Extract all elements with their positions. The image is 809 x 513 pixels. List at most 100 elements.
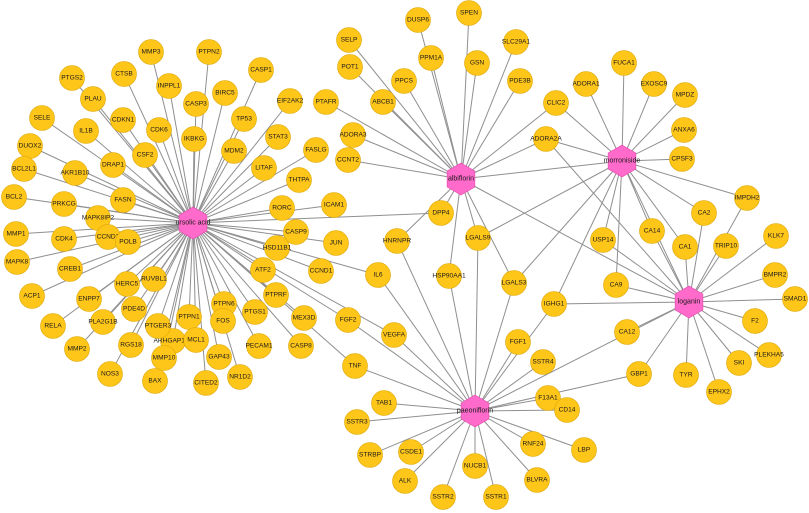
gene-circle[interactable] [726, 350, 752, 376]
gene-node-rnf24[interactable]: RNF24 [520, 431, 546, 457]
gene-node-birc5[interactable]: BIRC5 [212, 80, 238, 106]
gene-circle[interactable] [381, 322, 407, 348]
gene-node-ruvbl1[interactable]: RUVBL1 [141, 266, 167, 292]
gene-node-pecam1[interactable]: PECAM1 [245, 333, 273, 359]
gene-circle[interactable] [603, 272, 629, 298]
gene-circle[interactable] [277, 88, 303, 114]
gene-circle[interactable] [365, 262, 391, 288]
gene-circle[interactable] [132, 142, 158, 168]
gene-node-gap43[interactable]: GAP43 [206, 344, 232, 370]
gene-circle[interactable] [590, 227, 616, 253]
gene-node-ccnt2[interactable]: CCNT2 [335, 147, 361, 173]
gene-circle[interactable] [573, 71, 599, 97]
gene-circle[interactable] [340, 122, 366, 148]
gene-node-nos3[interactable]: NOS3 [97, 361, 123, 387]
gene-circle[interactable] [342, 353, 368, 379]
gene-circle[interactable] [405, 7, 431, 33]
hub-hexagon[interactable] [607, 144, 637, 178]
gene-node-vegfa[interactable]: VEGFA [381, 322, 407, 348]
gene-node-akr1b10[interactable]: AKR1B10 [61, 160, 90, 186]
gene-circle[interactable] [535, 385, 561, 411]
gene-circle[interactable] [335, 147, 361, 173]
gene-circle[interactable] [554, 397, 580, 423]
hub-node-loganin[interactable]: loganin [674, 285, 704, 319]
gene-circle[interactable] [669, 146, 695, 172]
gene-circle[interactable] [227, 364, 253, 390]
gene-node-sstr3[interactable]: SSTR3 [344, 409, 370, 435]
gene-circle[interactable] [210, 308, 236, 334]
gene-node-il6[interactable]: IL6 [365, 262, 391, 288]
gene-node-blvra[interactable]: BLVRA [524, 467, 550, 493]
gene-circle[interactable] [611, 50, 637, 76]
gene-circle[interactable] [672, 234, 698, 260]
gene-node-ca2[interactable]: CA2 [691, 200, 717, 226]
gene-node-mmp3[interactable]: MMP3 [138, 39, 164, 65]
gene-circle[interactable] [57, 256, 83, 282]
gene-circle[interactable] [265, 124, 291, 150]
gene-node-prkcg[interactable]: PRKCG [51, 191, 77, 217]
gene-circle[interactable] [673, 362, 699, 388]
gene-node-mapk8[interactable]: MAPK8 [4, 249, 30, 275]
gene-circle[interactable] [90, 309, 116, 335]
gene-circle[interactable] [76, 286, 102, 312]
hub-hexagon[interactable] [674, 285, 704, 319]
gene-circle[interactable] [138, 39, 164, 65]
gene-circle[interactable] [80, 86, 106, 112]
gene-node-mdm2[interactable]: MDM2 [221, 138, 247, 164]
gene-node-dusp6[interactable]: DUSP6 [405, 7, 431, 33]
gene-node-spen[interactable]: SPEN [456, 0, 482, 26]
hub-hexagon[interactable] [460, 394, 490, 428]
gene-circle[interactable] [246, 333, 272, 359]
gene-circle[interactable] [507, 68, 533, 94]
gene-circle[interactable] [29, 105, 55, 131]
gene-node-ptprf[interactable]: PTPRF [263, 282, 289, 308]
gene-node-ptpn2[interactable]: PTPN2 [196, 39, 222, 65]
gene-circle[interactable] [181, 126, 207, 152]
gene-node-lgals3[interactable]: LGALS3 [501, 270, 527, 296]
gene-node-pot1[interactable]: POT1 [337, 54, 363, 80]
gene-node-ptpn1[interactable]: PTPN1 [176, 304, 202, 330]
gene-node-ptger3[interactable]: PTGER3 [145, 313, 172, 339]
gene-node-casp8[interactable]: CASP8 [288, 333, 314, 359]
gene-circle[interactable] [19, 283, 45, 309]
gene-circle[interactable] [183, 327, 209, 353]
gene-circle[interactable] [398, 439, 424, 465]
gene-circle[interactable] [456, 0, 482, 26]
gene-circle[interactable] [156, 73, 182, 99]
gene-node-drap1[interactable]: DRAP1 [100, 152, 126, 178]
gene-circle[interactable] [114, 271, 140, 297]
gene-circle[interactable] [436, 263, 462, 289]
gene-node-polb[interactable]: POLB [115, 229, 141, 255]
gene-node-tyr[interactable]: TYR [673, 362, 699, 388]
gene-node-lbp[interactable]: LBP [571, 437, 597, 463]
gene-circle[interactable] [110, 107, 136, 133]
gene-node-plekha5[interactable]: PLEKHA5 [754, 342, 784, 368]
gene-circle[interactable] [146, 117, 172, 143]
gene-circle[interactable] [763, 223, 789, 249]
gene-circle[interactable] [291, 305, 317, 331]
gene-node-rgs18[interactable]: RGS18 [118, 332, 144, 358]
gene-node-bmpr2[interactable]: BMPR2 [762, 262, 788, 288]
gene-node-pde3b[interactable]: PDE3B [507, 68, 533, 94]
gene-circle[interactable] [321, 192, 347, 218]
gene-circle[interactable] [231, 106, 257, 132]
gene-circle[interactable] [533, 126, 559, 152]
gene-node-il1b[interactable]: IL1B [73, 118, 99, 144]
gene-circle[interactable] [418, 45, 444, 71]
gene-node-fasn[interactable]: FASN [110, 187, 136, 213]
gene-node-hsd11b1[interactable]: HSD11B1 [263, 235, 292, 261]
gene-circle[interactable] [308, 258, 334, 284]
gene-circle[interactable] [501, 270, 527, 296]
gene-node-cdk4[interactable]: CDK4 [51, 226, 77, 252]
gene-node-rela[interactable]: RELA [40, 313, 66, 339]
gene-circle[interactable] [430, 484, 456, 510]
gene-circle[interactable] [543, 90, 569, 116]
gene-circle[interactable] [524, 467, 550, 493]
gene-circle[interactable] [503, 29, 529, 55]
gene-node-mcl1[interactable]: MCL1 [183, 327, 209, 353]
gene-node-selp[interactable]: SELP [336, 27, 362, 53]
gene-node-exosc9[interactable]: EXOSC9 [641, 71, 668, 97]
gene-circle[interactable] [357, 442, 383, 468]
gene-circle[interactable] [742, 308, 768, 334]
gene-node-trip10[interactable]: TRIP10 [713, 233, 739, 259]
